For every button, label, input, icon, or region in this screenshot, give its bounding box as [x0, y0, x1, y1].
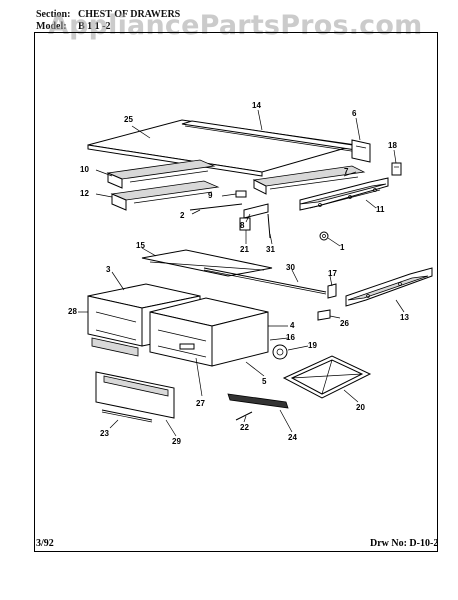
part-small-bracket — [327, 283, 337, 299]
part-cover-rail — [141, 249, 273, 277]
callout-10: 10 — [80, 165, 89, 174]
part-handle-strip — [227, 393, 289, 421]
callout-19: 19 — [308, 341, 317, 350]
part-lower-track — [345, 267, 433, 307]
callout-4: 4 — [290, 321, 295, 330]
callout-11: 11 — [376, 205, 385, 214]
callout-26: 26 — [340, 319, 349, 328]
drawing-number: Drw No: D-10-2 — [370, 538, 439, 549]
part-slide-track — [299, 177, 389, 211]
part-knob — [272, 344, 288, 360]
part-left-rails — [106, 159, 220, 211]
callout-29: 29 — [172, 437, 181, 446]
callout-9: 9 — [208, 191, 213, 200]
model-value: B 1 1 -2 — [78, 21, 111, 32]
callout-20: 20 — [356, 403, 365, 412]
callout-8: 8 — [240, 221, 245, 230]
callout-14: 14 — [252, 101, 261, 110]
section-value: CHEST OF DRAWERS — [78, 9, 181, 20]
callout-1: 1 — [340, 243, 345, 252]
callout-numbers: 25 14 6 10 18 12 9 7 2 8 11 21 31 1 15 3… — [68, 101, 409, 446]
part-lower-clip — [317, 309, 331, 321]
part-bracket — [351, 139, 371, 163]
section-label: Section: — [36, 9, 71, 20]
callout-5: 5 — [262, 377, 267, 386]
revision-date: 3/92 — [36, 538, 54, 549]
part-right-drawer — [149, 297, 269, 367]
leader-lines — [78, 109, 405, 437]
watermark: AppliancePartsPros.com — [48, 10, 423, 41]
callout-15: 15 — [136, 241, 145, 250]
callout-23: 23 — [100, 429, 109, 438]
part-right-rail — [252, 165, 366, 195]
part-clip — [391, 162, 402, 176]
callout-22: 22 — [240, 423, 249, 432]
callout-17: 17 — [328, 269, 337, 278]
callout-27: 27 — [196, 399, 205, 408]
callout-13: 13 — [400, 313, 409, 322]
callout-28: 28 — [68, 307, 77, 316]
part-rod — [203, 267, 327, 295]
part-drawer-front — [95, 371, 175, 423]
callout-3: 3 — [106, 265, 111, 274]
diagram-frame — [34, 32, 438, 552]
callout-18: 18 — [388, 141, 397, 150]
callout-21: 21 — [240, 245, 249, 254]
callout-30: 30 — [286, 263, 295, 272]
callout-12: 12 — [80, 189, 89, 198]
callout-2: 2 — [180, 211, 185, 220]
model-label: Model: — [36, 21, 67, 32]
callout-25: 25 — [124, 115, 133, 124]
part-tray-frame — [282, 355, 372, 399]
callout-7: 7 — [344, 167, 349, 176]
callout-24: 24 — [288, 433, 297, 442]
callout-16: 16 — [286, 333, 295, 342]
callout-6: 6 — [352, 109, 357, 118]
callout-31: 31 — [266, 245, 275, 254]
